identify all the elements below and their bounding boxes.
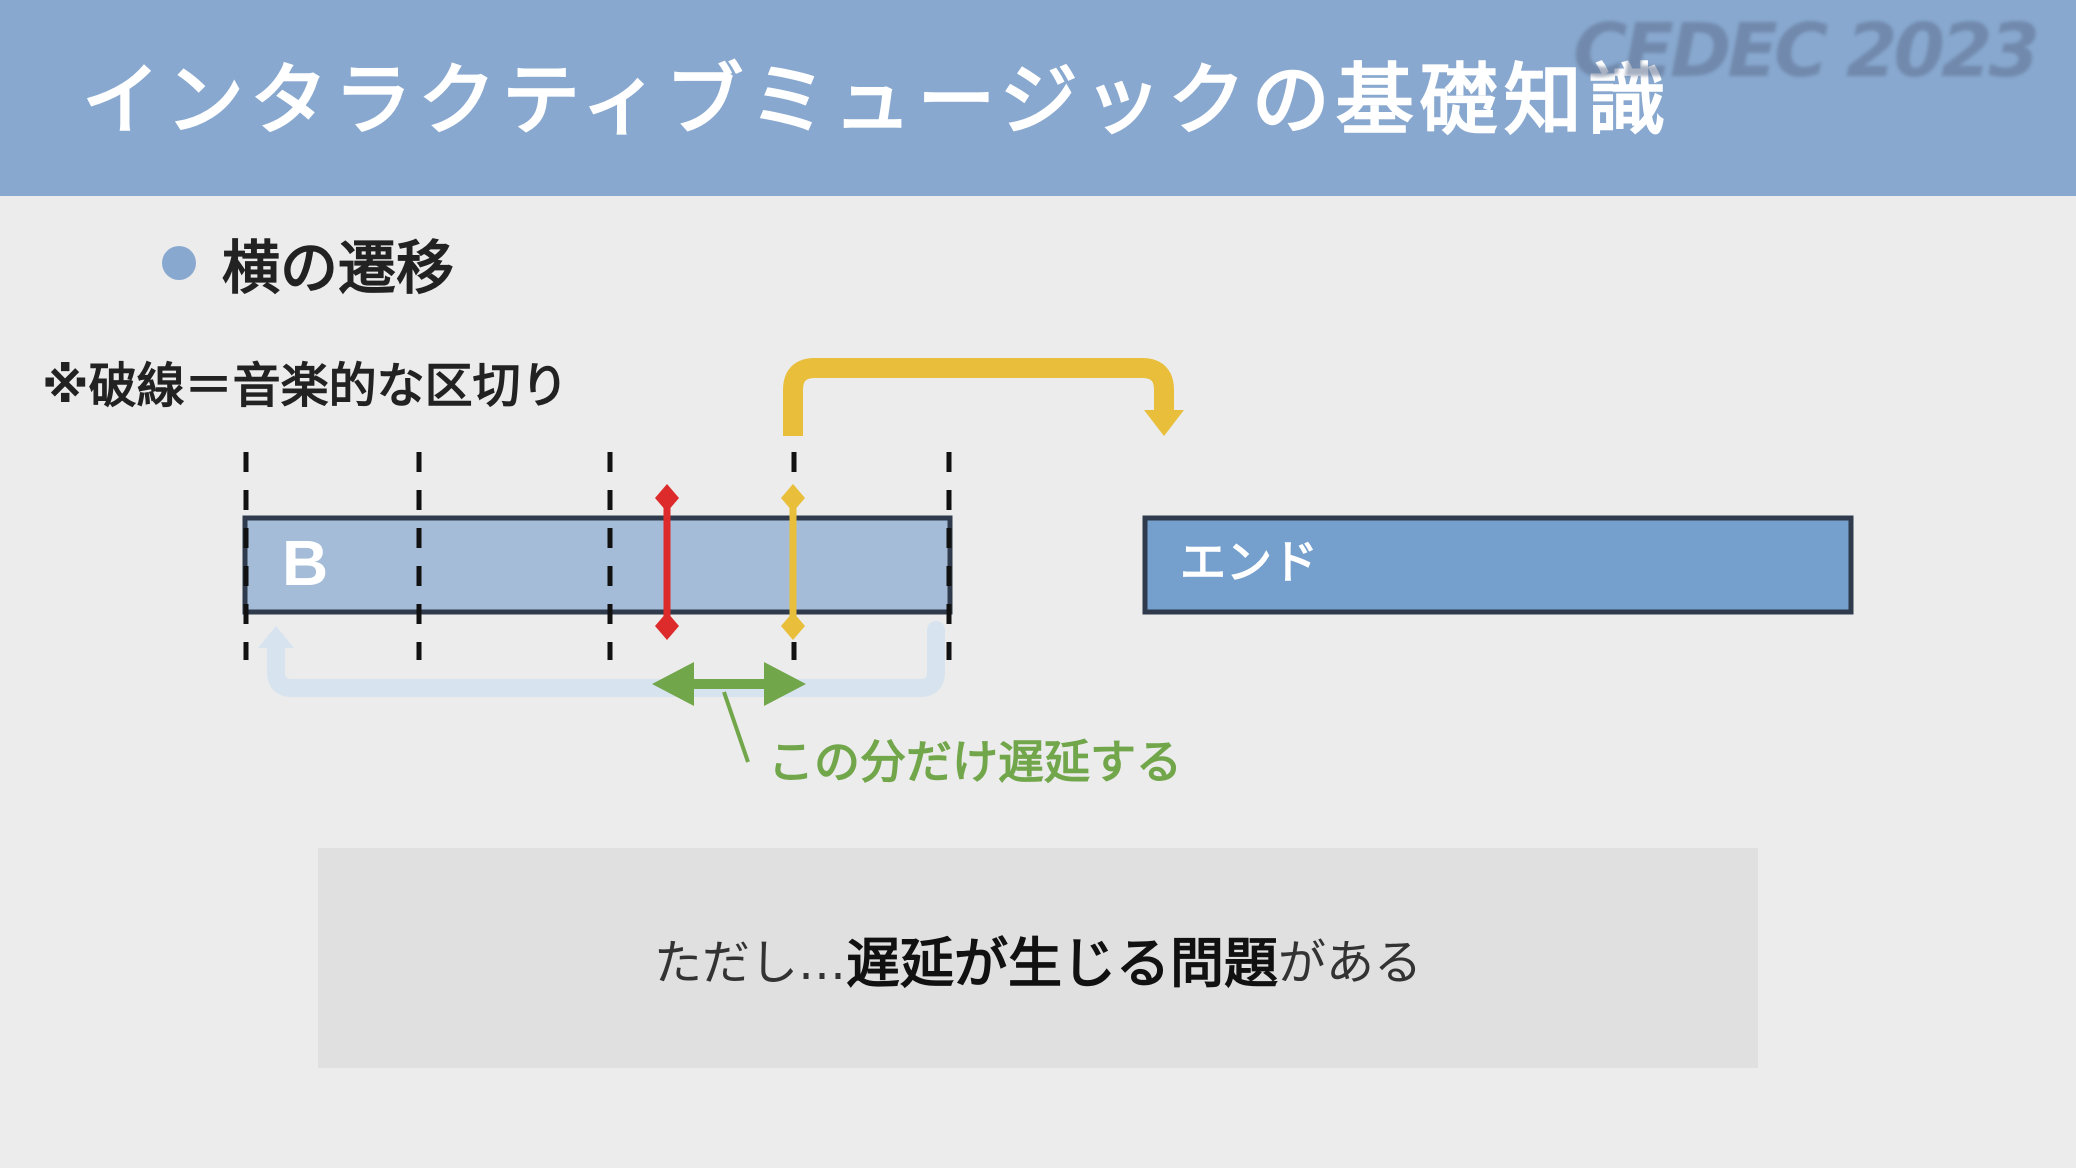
callout-box: ただし… 遅延が生じる問題 がある xyxy=(318,848,1758,1068)
loop-back-arrow xyxy=(267,621,945,697)
dashed-line-note: ※破線＝音楽的な区切り xyxy=(42,358,569,414)
slide-title: インタラクティブミュージックの基礎知識 xyxy=(82,56,1672,146)
delay-arrow-right-head xyxy=(764,662,806,706)
conference-logo: CEDEC 2023 xyxy=(1573,8,2040,94)
block-end-label: エンド xyxy=(1180,535,1318,589)
transition-marker-bottom xyxy=(781,612,805,640)
trigger-marker-top xyxy=(655,484,679,512)
jump-arrow-head xyxy=(1144,410,1184,436)
callout-prefix: ただし… xyxy=(653,935,846,991)
bullet-text: 横の遷移 xyxy=(222,234,455,302)
block-b xyxy=(242,515,953,615)
block-b-label: B xyxy=(282,527,328,599)
loop-back-arrow-head xyxy=(258,626,294,648)
delay-label: この分だけ遅延する xyxy=(768,735,1182,789)
callout-emphasis: 遅延が生じる問題 xyxy=(846,931,1278,995)
callout-suffix: がある xyxy=(1278,935,1423,991)
delay-callout-line xyxy=(722,691,750,763)
bullet-item: 横の遷移 xyxy=(162,228,454,302)
trigger-marker-bottom xyxy=(655,612,679,640)
jump-arrow xyxy=(783,358,1174,436)
block-end xyxy=(1142,515,1854,615)
delay-arrow-left-head xyxy=(652,662,694,706)
slide-header: インタラクティブミュージックの基礎知識 CEDEC 2023 xyxy=(0,0,2076,196)
transition-marker-top xyxy=(781,484,805,512)
bullet-dot-icon xyxy=(162,246,196,280)
